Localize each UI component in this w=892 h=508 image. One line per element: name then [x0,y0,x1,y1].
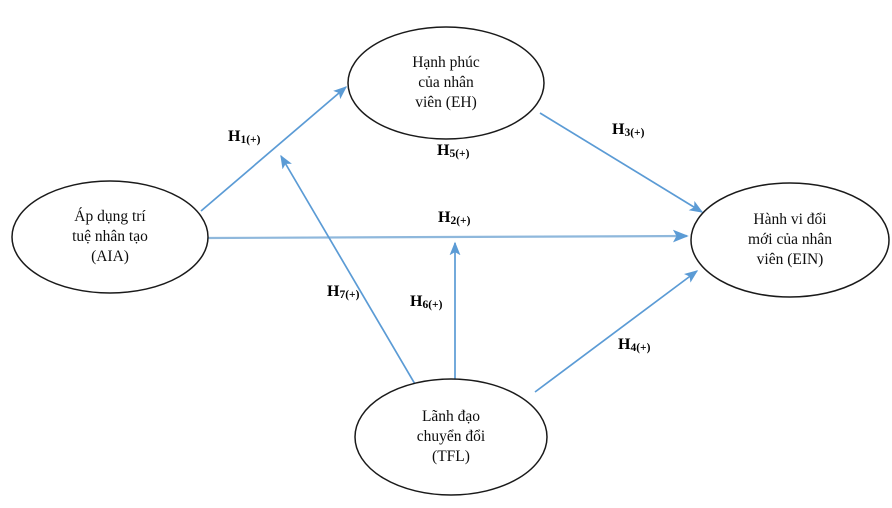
node-ein-shape[interactable] [690,182,890,298]
hypothesis-h1-sub: 1(+) [240,134,261,146]
hypothesis-h3-sub: 3(+) [624,127,645,139]
edge-h7-line [280,154,423,397]
edge-h2-line [207,229,689,243]
hypothesis-label-h4: H4(+) [618,336,650,354]
edge-h4-line [534,270,699,393]
hypothesis-h5-letter: H [437,142,450,159]
hypothesis-h2-letter: H [438,209,451,226]
node-aia-shape[interactable] [11,180,209,294]
node-tfl-shape[interactable] [354,378,548,496]
hypothesis-label-h1: H1(+) [228,128,260,146]
hypothesis-h7-letter: H [327,283,340,300]
hypothesis-h6-sub: 6(+) [422,299,443,311]
hypothesis-h4-letter: H [618,336,631,353]
hypothesis-h3-letter: H [612,121,625,138]
nodes-group [11,26,890,496]
hypothesis-h2-sub: 2(+) [450,215,471,227]
hypothesis-label-h2: H2(+) [438,209,470,227]
hypothesis-label-h3: H3(+) [612,121,644,139]
hypothesis-label-h7: H7(+) [327,283,359,301]
hypothesis-h4-sub: 4(+) [630,342,651,354]
hypothesis-h5-sub: 5(+) [449,148,470,160]
hypothesis-h1-letter: H [228,128,241,145]
hypothesis-label-h6: H6(+) [410,293,442,311]
hypothesis-label-h5: H5(+) [437,142,469,160]
node-eh-shape[interactable] [347,26,545,140]
hypothesis-h7-sub: 7(+) [339,289,360,301]
edge-h1-line [200,86,348,212]
edge-h3-line [539,112,704,213]
edges-group [200,86,704,397]
hypothesis-h6-letter: H [410,293,423,310]
